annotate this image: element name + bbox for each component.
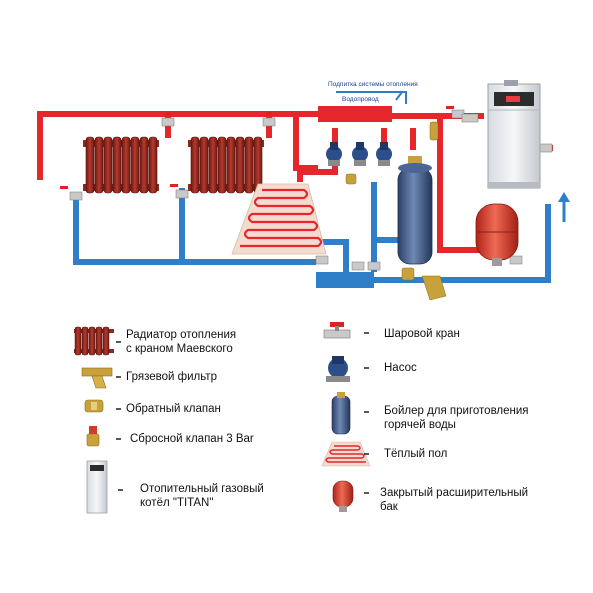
radiator-1: [83, 136, 159, 194]
radiator-2: [188, 136, 264, 194]
flow-arrow-icon: [558, 192, 570, 222]
expansion-tank: [475, 203, 519, 266]
gas-boiler-icon: [86, 460, 108, 514]
legend-ball-valve-label: Шаровой кран: [384, 328, 460, 340]
legend-gas-boiler-label: Отопительный газовый котёл "TITAN": [140, 483, 264, 509]
legend-relief-valve-label: Сбросной клапан 3 Bar: [130, 433, 254, 445]
brass-fittings: [345, 121, 447, 301]
legend-floor-heating-label: Тёплый пол: [384, 448, 448, 460]
pump-icon: [326, 356, 350, 382]
legend-expansion-tank-label: Закрытый расширительный бак: [380, 487, 529, 513]
ball-valve-icon: [60, 106, 553, 271]
gas-boiler: [487, 80, 541, 189]
strainer-icon: [81, 367, 113, 389]
legend-check-valve-label: Обратный клапан: [126, 403, 221, 415]
makeup-label: Подпитка системы отопления: [328, 81, 418, 88]
pump-icon: [326, 142, 392, 166]
makeup-line: [336, 91, 407, 104]
legend-strainer-label: Грязевой фильтр: [126, 371, 217, 383]
floor-heating: [231, 183, 327, 255]
floor-heating-icon: [321, 441, 371, 467]
legend-pump-label: Насос: [384, 362, 417, 374]
supply-manifold: [318, 106, 392, 122]
return-manifold: [316, 272, 374, 288]
water-heater: [397, 156, 433, 265]
water-supply-label: Водопровод: [342, 96, 379, 103]
check-valve-icon: [84, 399, 104, 413]
ball-valve-icon: [323, 322, 351, 339]
legend-radiator-label: Радиатор отопления с краном Маевского: [126, 329, 237, 355]
water-heater-icon: [331, 392, 351, 435]
radiator-icon: [74, 326, 114, 356]
relief-valve-icon: [86, 426, 100, 447]
expansion-tank-icon: [332, 480, 354, 512]
legend-water-heater-label: Бойлер для приготовления горячей воды: [384, 405, 529, 431]
